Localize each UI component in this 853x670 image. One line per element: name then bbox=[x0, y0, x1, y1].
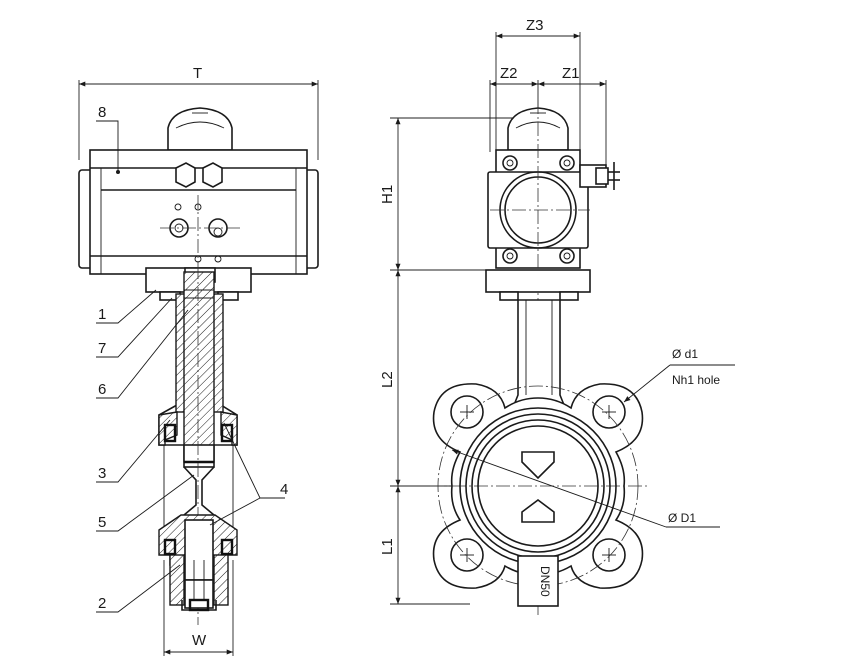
dim-label-W: W bbox=[192, 632, 207, 649]
note-D1: Ø D1 bbox=[668, 511, 696, 525]
actuator-body bbox=[78, 149, 319, 275]
dimension-W: W bbox=[163, 560, 234, 656]
note-d1: Ø d1 bbox=[672, 347, 698, 361]
dim-label-Z3: Z3 bbox=[526, 17, 544, 34]
dimension-T: T bbox=[78, 65, 319, 160]
callout-5: 5 bbox=[98, 514, 106, 531]
dimension-Z2-Z1: Z2 Z1 bbox=[489, 65, 607, 165]
body-mark: DN50 bbox=[538, 566, 552, 597]
callout-4: 4 bbox=[280, 481, 288, 498]
dim-label-L1: L1 bbox=[379, 538, 396, 555]
callout-7: 7 bbox=[98, 340, 106, 357]
dim-label-Z1: Z1 bbox=[562, 65, 580, 82]
dim-label-T: T bbox=[193, 65, 202, 82]
right-front-view: Z3 Z2 Z1 H1 L2 L1 bbox=[379, 17, 735, 615]
valve-neck bbox=[158, 271, 238, 463]
note-hole: Nh1 hole bbox=[672, 373, 720, 387]
actuator-front bbox=[487, 100, 620, 615]
callout-d1: Ø d1 Nh1 hole bbox=[623, 347, 735, 403]
callout-D1: Ø D1 bbox=[451, 449, 720, 528]
lower-stem bbox=[158, 514, 238, 612]
bracket-front bbox=[485, 269, 591, 301]
callout-leaders bbox=[96, 120, 285, 613]
actuator-indicator-cap bbox=[167, 107, 233, 151]
callout-6: 6 bbox=[98, 381, 106, 398]
dimension-vertical: H1 L2 L1 bbox=[379, 117, 530, 605]
left-section-view: T bbox=[78, 65, 319, 656]
upper-bushing bbox=[158, 411, 238, 468]
dim-label-H1: H1 bbox=[379, 185, 396, 204]
callout-8: 8 bbox=[98, 104, 106, 121]
dim-label-L2: L2 bbox=[379, 371, 396, 388]
callout-3: 3 bbox=[98, 465, 106, 482]
callout-1: 1 bbox=[98, 306, 106, 323]
dimension-Z3: Z3 bbox=[495, 17, 581, 152]
bore-disc: DN50 bbox=[459, 407, 617, 607]
neck-front bbox=[510, 299, 568, 411]
callout-2: 2 bbox=[98, 595, 106, 612]
lug-body bbox=[430, 383, 648, 589]
dim-label-Z2: Z2 bbox=[500, 65, 518, 82]
